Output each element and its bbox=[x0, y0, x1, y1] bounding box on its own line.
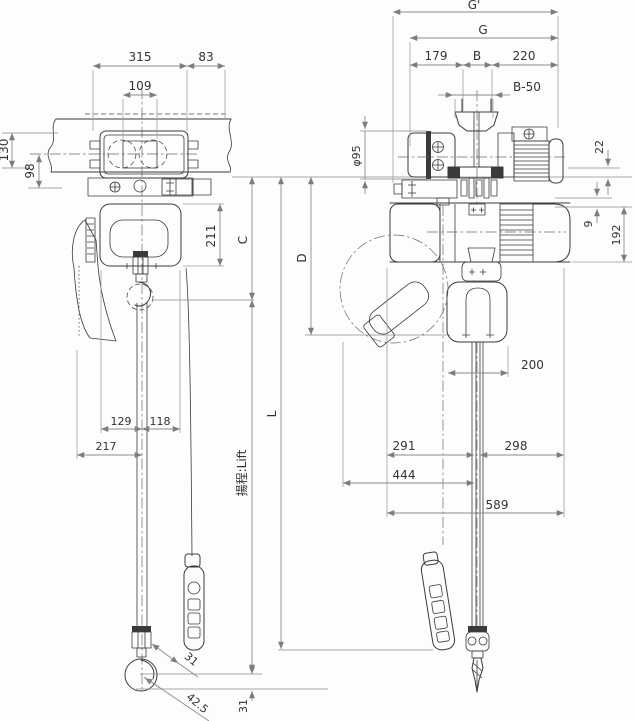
dim-beam-width-b: B bbox=[473, 49, 481, 63]
dim-headroom-d: D bbox=[295, 253, 309, 262]
hoist-body-front bbox=[71, 203, 182, 342]
pendant-cap bbox=[184, 553, 201, 568]
dim-hook-opening: 42.5 bbox=[184, 690, 211, 716]
pendant-button bbox=[187, 612, 201, 625]
chain-links-front bbox=[85, 217, 96, 263]
dim-overall-width-g-prime: G' bbox=[468, 0, 481, 12]
dim-cable-length-l: L bbox=[265, 410, 279, 417]
hook-front-raised bbox=[126, 251, 154, 311]
trolley-front bbox=[87, 130, 212, 197]
dim-chain-right: 118 bbox=[150, 415, 171, 428]
brake-fins bbox=[499, 203, 534, 263]
motor-end-cap bbox=[532, 203, 571, 263]
dim-wheel-gauge-b50: B-50 bbox=[513, 80, 541, 94]
dim-swing-radius: 444 bbox=[393, 468, 416, 482]
dim-chain-bracket: 217 bbox=[96, 440, 117, 453]
dim-right-span: 220 bbox=[513, 49, 536, 63]
pendant-button bbox=[187, 581, 201, 595]
pendant-button bbox=[187, 598, 201, 611]
trolley-motor-cap bbox=[548, 138, 564, 184]
dimensions-side: G' G 179 B 220 B-50 φ95 22 bbox=[342, 0, 632, 517]
dim-hook-to-left: 291 bbox=[393, 439, 416, 453]
dim-body-extension: 200 bbox=[521, 358, 544, 372]
trolley-side-plate bbox=[407, 132, 456, 178]
trolley-motor-front bbox=[192, 178, 212, 196]
dimensions-front: 315 83 109 130 98 211 C L D 揚程:Lift bbox=[0, 50, 632, 721]
hoist-body-side bbox=[389, 202, 571, 343]
pendant-side bbox=[420, 551, 456, 651]
swing-envelope bbox=[339, 234, 449, 348]
pendant-body bbox=[183, 565, 205, 651]
pendant-front bbox=[183, 267, 205, 651]
pendant-holder-swung bbox=[369, 281, 429, 335]
adjuster-discs bbox=[460, 177, 498, 199]
cable-anchor bbox=[436, 197, 450, 206]
dim-lift-label: 揚程:Lift bbox=[234, 449, 249, 496]
beam-front bbox=[30, 88, 232, 692]
chain-side bbox=[442, 205, 484, 626]
side-view: G' G 179 B 220 B-50 φ95 22 bbox=[339, 0, 632, 693]
dim-hook-saddle: 31 bbox=[237, 699, 250, 713]
dim-bracket-width: 109 bbox=[129, 79, 152, 93]
dim-hook-to-right: 298 bbox=[505, 439, 528, 453]
hook-front-lowered bbox=[124, 626, 158, 692]
dim-gap-22: 22 bbox=[593, 140, 606, 154]
dim-overall-length: 589 bbox=[486, 498, 509, 512]
dim-trolley-length: 315 bbox=[129, 50, 152, 64]
dim-left-span: 179 bbox=[425, 49, 448, 63]
dim-chain-left: 129 bbox=[111, 415, 132, 428]
dim-headroom-c: C bbox=[236, 236, 250, 244]
controller-box bbox=[401, 179, 458, 199]
front-view: 315 83 109 130 98 211 C L D 揚程:Lift bbox=[0, 50, 632, 721]
dim-body-height: 211 bbox=[204, 225, 218, 248]
rail-section bbox=[454, 90, 499, 205]
dim-motor-overhang: 83 bbox=[198, 50, 213, 64]
dim-gauge-g: G bbox=[478, 23, 487, 37]
chain-front bbox=[136, 303, 148, 627]
trolley-wheel-edge bbox=[426, 131, 431, 179]
dim-hook-diag: 31 bbox=[182, 650, 201, 669]
dim-gap-9: 9 bbox=[582, 221, 595, 228]
hook-side-lowered bbox=[465, 626, 490, 693]
dim-motor-height: 192 bbox=[610, 225, 623, 246]
dim-wheel-height: 98 bbox=[23, 163, 37, 178]
chain-container bbox=[446, 281, 508, 343]
trolley-side bbox=[393, 112, 566, 206]
dim-side-height: 130 bbox=[0, 139, 11, 162]
hook-suspension-lug bbox=[467, 247, 496, 263]
pendant-button bbox=[187, 626, 201, 639]
dim-wheel-dia: φ95 bbox=[350, 145, 363, 166]
